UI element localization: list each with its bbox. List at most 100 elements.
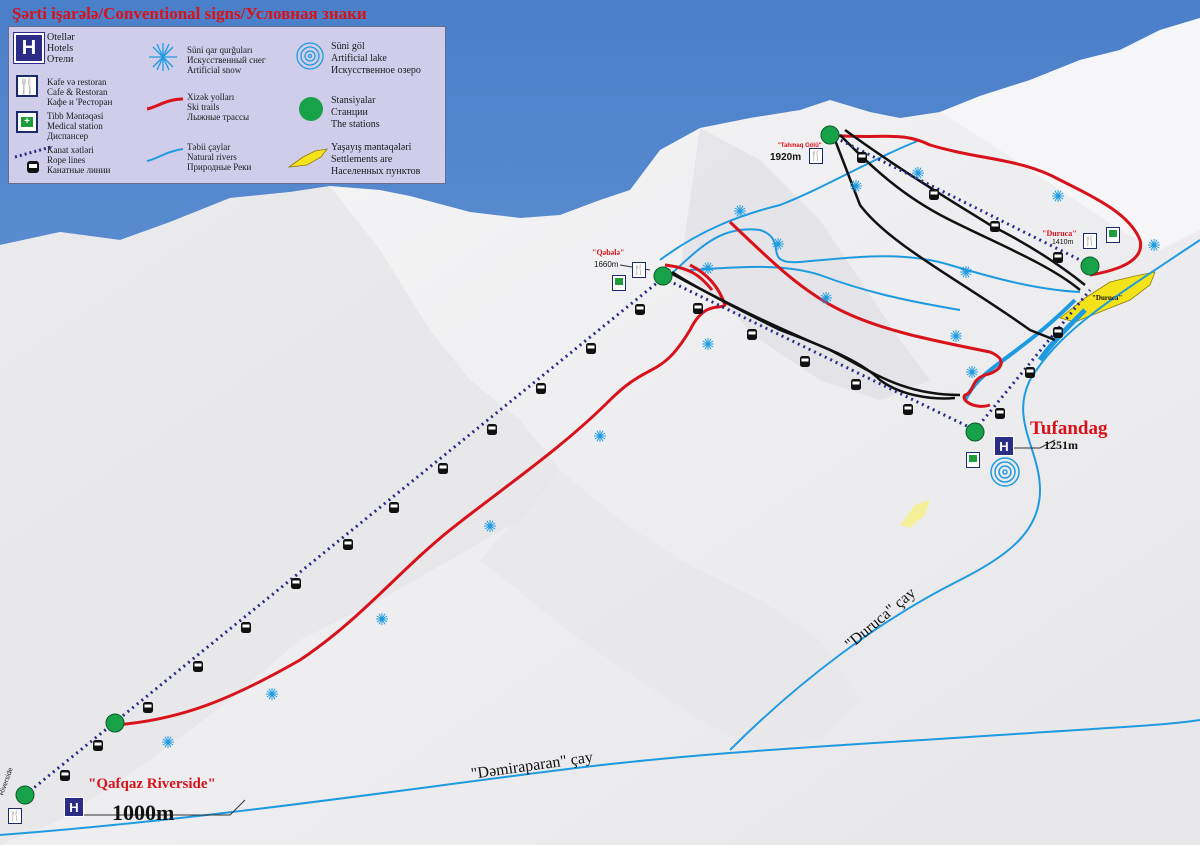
gondola-cabin-icon — [343, 539, 353, 550]
legend-snow-en: Artificial snow — [187, 65, 242, 75]
fork-knife-icon-riverside[interactable]: 🍴 — [8, 808, 22, 824]
gondola-cabin-icon — [291, 578, 301, 589]
legend-rivers-ru: Природные Реки — [187, 162, 252, 172]
legend-stations-az: Stansiyalar — [331, 95, 376, 106]
fork-knife-icon-top[interactable]: 🍴 — [809, 148, 823, 164]
legend-lake-az: Süni göl — [331, 41, 365, 52]
label-tufandag: Tufandag — [1030, 418, 1108, 439]
legend-title: Şərti işarələ/Conventional signs/Условна… — [12, 4, 367, 23]
hotel-icon-tufandag[interactable]: H — [994, 436, 1014, 456]
legend-cafe-az: Kafe və restoran — [47, 77, 107, 87]
artificial-snow-points — [162, 167, 1160, 748]
legend-rope: Kanat xətləri Rope lines Канатные линии — [47, 145, 110, 175]
label-duruca-village: "Duruca" — [1092, 294, 1123, 302]
rope-lines — [24, 133, 1092, 797]
station-tufandag[interactable] — [965, 422, 985, 442]
hotel-icon: H — [13, 32, 45, 64]
hotel-icon-riverside[interactable]: H — [64, 797, 84, 817]
trail-top-right — [829, 133, 1143, 277]
gondola-cabin-icon — [389, 502, 399, 513]
legend-rope-az: Kanat xətləri — [47, 145, 94, 155]
gondola-cabins — [60, 152, 1063, 781]
gondola-cabin-icon — [1025, 367, 1035, 378]
snowflake-icon — [484, 520, 496, 532]
shade-right — [940, 18, 1200, 250]
station-riverside[interactable] — [15, 785, 35, 805]
rope-top-duruca — [829, 133, 1091, 267]
legend-trails-ru: Лыжные трассы — [187, 112, 250, 122]
gondola-cabin-icon — [241, 622, 251, 633]
black-lines — [664, 128, 1086, 400]
snowflake-icon — [1148, 239, 1160, 251]
fork-knife-icon-duruca[interactable]: 🍴 — [1083, 233, 1097, 249]
snowflake-icon — [734, 205, 746, 217]
fork-knife-icon: 🍴 — [16, 75, 38, 97]
legend-rivers-az: Təbii çaylar — [187, 142, 231, 152]
label-riverside-altitude: 1000m — [112, 800, 175, 825]
legend-panel: H Otellər Hotels Отели 🍴 Kafe və restora… — [8, 26, 446, 184]
gondola-cabin-icon — [438, 463, 448, 474]
medical-cross-icon-tufandag[interactable] — [966, 452, 980, 468]
legend-lake-en: Artificial lake — [331, 53, 387, 64]
snowflake-icon — [162, 736, 174, 748]
gondola-cabin-icon — [60, 770, 70, 781]
legend-stations-ru: Станции — [331, 107, 368, 118]
legend-stations: Stansiyalar Станции The stations — [331, 95, 380, 131]
legend-trails: Xizək yolları Ski trails Лыжные трассы — [187, 92, 249, 122]
legend-snow-az: Süni qar qurğuları — [187, 45, 253, 55]
shade-center — [680, 128, 930, 400]
station-duruca[interactable] — [1080, 256, 1100, 276]
gondola-cabin-icon — [929, 189, 939, 200]
trail-middle — [728, 220, 1003, 408]
river-upper-1 — [659, 139, 921, 261]
legend-cafe-ru: Кафе и 'Ресторан — [47, 97, 113, 107]
rope-riverside-qabala — [24, 276, 664, 797]
river-demiraparan — [0, 719, 1200, 836]
trail-main — [114, 263, 727, 727]
legend-lake-ru: Искусственное озеро — [331, 65, 421, 76]
label-qabala: "Qəbələ" — [592, 248, 625, 257]
legend-hotels-ru: Отели — [47, 54, 74, 65]
station-qabala[interactable] — [653, 266, 673, 286]
legend-settlements-en: Settlements are — [331, 154, 393, 165]
gondola-cabin-icon — [93, 740, 103, 751]
gondola-cabin-icon — [990, 221, 1000, 232]
river-duruca — [729, 239, 1200, 751]
legend-settlements: Yaşayış məntəqələri Settlements are Насе… — [331, 142, 420, 178]
rivers — [0, 139, 1200, 836]
gondola-cabin-icon — [995, 408, 1005, 419]
legend-medical-az: Tibb Məntəqəsi — [47, 111, 104, 121]
legend-settlements-az: Yaşayış məntəqələri — [331, 142, 412, 153]
settlement-small — [900, 500, 930, 528]
snowflake-icon — [594, 430, 606, 442]
legend-snow: Süni qar qurğuları Искусственный снег Ar… — [187, 45, 266, 75]
snowflake-icon — [702, 262, 714, 274]
gondola-cabin-icon — [1053, 327, 1063, 338]
lake-spiral-icon — [990, 457, 1020, 487]
black-line-3 — [833, 139, 1056, 342]
snowflake-icon — [1052, 190, 1064, 202]
station-top[interactable] — [820, 125, 840, 145]
settlement-legend-icon — [287, 148, 328, 168]
legend-hotels-az: Otellər — [47, 32, 75, 43]
legend-trails-az: Xizək yolları — [187, 92, 235, 102]
gondola-cabin-icon — [800, 356, 810, 367]
river-legend-icon — [146, 148, 184, 162]
label-riverside: "Qafqaz Riverside" — [88, 776, 216, 792]
river-upper-2 — [669, 228, 1081, 293]
medical-cross-icon-qabala[interactable] — [612, 275, 626, 291]
medical-cross-icon-duruca[interactable] — [1106, 227, 1120, 243]
river-upper-3 — [689, 265, 961, 311]
leader-tufandag — [1010, 439, 1056, 449]
snowflake-icon — [966, 366, 978, 378]
gondola-cabin-icon — [487, 424, 497, 435]
label-duruca-station: "Duruca" — [1042, 229, 1077, 238]
snowflake-icon — [912, 167, 924, 179]
rope-line-legend-icon — [14, 145, 52, 173]
legend-stations-en: The stations — [331, 119, 380, 130]
station-lower[interactable] — [105, 713, 125, 733]
leader-riverside — [82, 799, 246, 816]
fork-knife-icon-qabala[interactable]: 🍴 — [632, 262, 646, 278]
